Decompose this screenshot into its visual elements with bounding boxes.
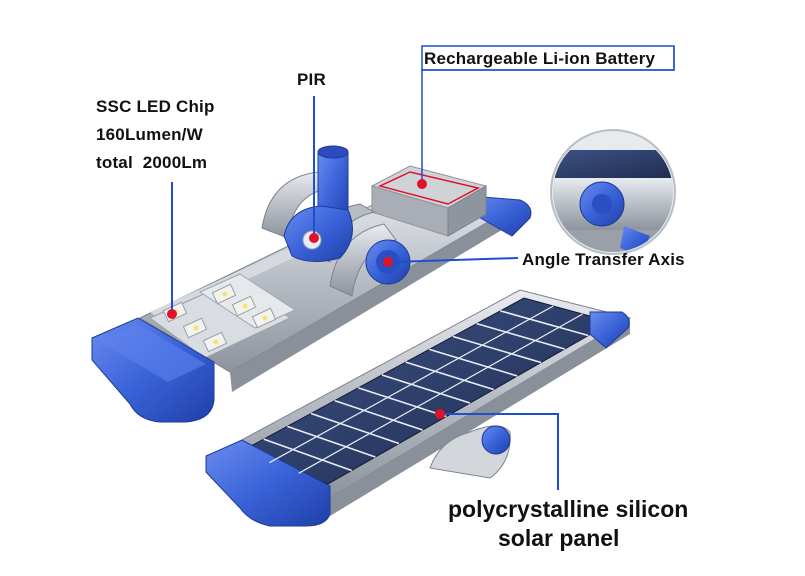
solar-cell-row-divider [298, 313, 583, 474]
solar-cell-divider [334, 399, 423, 431]
solar-cell-divider [310, 412, 400, 445]
solar-cell-grid [263, 305, 589, 474]
battery-label: Rechargeable Li-ion Battery [424, 49, 656, 68]
solar-cell-divider [287, 425, 376, 458]
battery-pack [370, 165, 488, 237]
pir-label: PIR [297, 70, 326, 89]
end-cap-left [91, 317, 215, 423]
solar-cell-divider [452, 335, 542, 364]
ssc-led-label-line3: total 2000Lm [96, 153, 208, 172]
solar-cell-divider [381, 374, 471, 404]
angle-axis-label: Angle Transfer Axis [522, 250, 685, 269]
marker-pir [309, 233, 319, 243]
marker-solar [435, 409, 445, 419]
solar-cell-divider [358, 387, 447, 418]
solar-lamp-body [205, 289, 632, 527]
solar-cell-divider [405, 361, 494, 391]
ssc-led-label-line2: 160Lumen/W [96, 125, 203, 144]
solar-cell-divider [263, 438, 352, 472]
battery-callout-box [421, 45, 675, 71]
solar-cell-divider [429, 348, 518, 377]
solar-panel-label-line1: polycrystalline silicon [448, 496, 689, 522]
marker-axis [383, 257, 393, 267]
pir-sensor [283, 145, 353, 262]
solar-cell-divider [476, 322, 565, 350]
led-module [149, 273, 297, 359]
solar-cell-divider [500, 310, 589, 337]
solar-panel-label-line2: solar panel [498, 525, 620, 551]
ssc-led-label-line1: SSC LED Chip [96, 97, 215, 116]
markers [167, 179, 445, 419]
solar-cell-row-divider [269, 305, 554, 464]
marker-led [167, 309, 177, 319]
marker-battery [417, 179, 427, 189]
ssc-led-label: SSC LED Chip 160Lumen/W total 2000Lm [96, 93, 215, 177]
callout-line-solar [440, 413, 559, 490]
callout-line-axis [391, 257, 519, 263]
callouts [171, 45, 675, 490]
axis-detail-inset [550, 129, 676, 255]
